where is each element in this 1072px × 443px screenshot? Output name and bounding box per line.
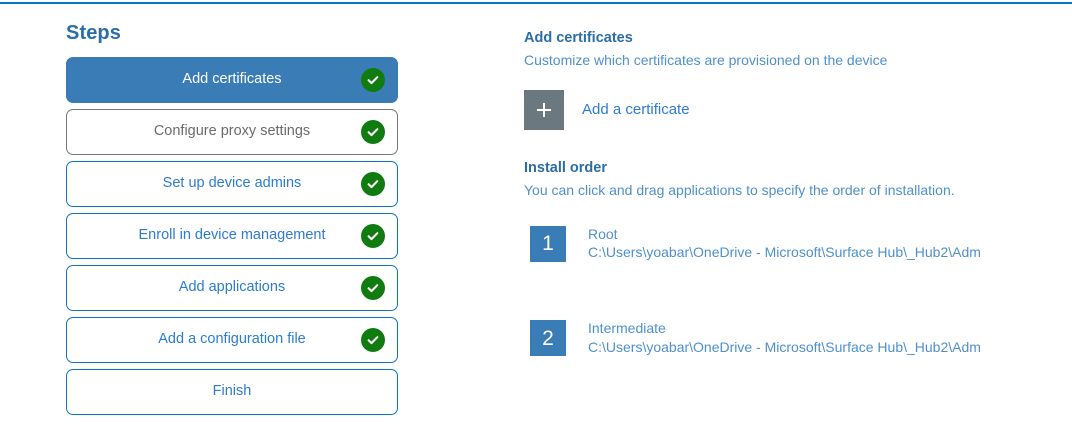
steps-pane: Steps Add certificates Configure proxy s… bbox=[66, 22, 398, 415]
order-item-text: Intermediate C:\Users\yoabar\OneDrive - … bbox=[588, 320, 981, 356]
certificate-name: Intermediate bbox=[588, 320, 666, 337]
add-certificate-label: Add a certificate bbox=[582, 101, 690, 119]
plus-icon bbox=[524, 89, 564, 130]
install-order-list: 1 Root C:\Users\yoabar\OneDrive - Micros… bbox=[524, 225, 1044, 357]
step-item-add-certificates[interactable]: Add certificates bbox=[66, 57, 398, 103]
list-item[interactable]: 2 Intermediate C:\Users\yoabar\OneDrive … bbox=[524, 320, 1044, 357]
step-label: Set up device admins bbox=[162, 175, 302, 192]
order-item-text: Root C:\Users\yoabar\OneDrive - Microsof… bbox=[588, 226, 981, 262]
step-complete-check-icon bbox=[361, 224, 385, 248]
step-item-enroll-in-device-management[interactable]: Enroll in device management bbox=[66, 213, 398, 259]
step-label: Add applications bbox=[178, 279, 286, 296]
top-accent-rule bbox=[0, 2, 1072, 4]
detail-pane: Add certificates Customize which certifi… bbox=[524, 30, 1044, 357]
step-label: Enroll in device management bbox=[138, 227, 326, 244]
order-number-badge: 2 bbox=[530, 320, 566, 357]
certificate-name: Root bbox=[588, 225, 618, 242]
step-item-add-a-configuration-file[interactable]: Add a configuration file bbox=[66, 317, 398, 363]
install-order-title: Install order bbox=[524, 159, 607, 176]
step-item-finish[interactable]: Finish bbox=[66, 369, 398, 415]
install-order-subtitle: You can click and drag applications to s… bbox=[524, 181, 955, 198]
step-list: Add certificates Configure proxy setting… bbox=[66, 57, 398, 415]
certificate-path: C:\Users\yoabar\OneDrive - Microsoft\Sur… bbox=[588, 338, 981, 355]
install-order-section: Install order You can click and drag app… bbox=[524, 160, 1044, 357]
step-complete-check-icon bbox=[361, 172, 385, 196]
step-label: Add certificates bbox=[182, 71, 282, 88]
order-number-badge: 1 bbox=[530, 225, 566, 262]
step-label: Configure proxy settings bbox=[153, 123, 311, 140]
step-complete-check-icon bbox=[361, 120, 385, 144]
step-complete-check-icon bbox=[361, 276, 385, 300]
step-label: Add a configuration file bbox=[158, 331, 306, 348]
step-item-set-up-device-admins[interactable]: Set up device admins bbox=[66, 161, 398, 207]
step-complete-check-icon bbox=[361, 328, 385, 352]
add-certificate-button[interactable]: Add a certificate bbox=[524, 89, 690, 130]
step-item-add-applications[interactable]: Add applications bbox=[66, 265, 398, 311]
step-item-configure-proxy-settings[interactable]: Configure proxy settings bbox=[66, 109, 398, 155]
certificate-path: C:\Users\yoabar\OneDrive - Microsoft\Sur… bbox=[588, 244, 981, 261]
page-title: Add certificates bbox=[524, 30, 633, 46]
list-item[interactable]: 1 Root C:\Users\yoabar\OneDrive - Micros… bbox=[524, 225, 1044, 262]
page-subtitle: Customize which certificates are provisi… bbox=[524, 52, 888, 68]
step-label: Finish bbox=[212, 383, 252, 400]
steps-heading: Steps bbox=[66, 22, 121, 44]
step-complete-check-icon bbox=[361, 68, 385, 92]
